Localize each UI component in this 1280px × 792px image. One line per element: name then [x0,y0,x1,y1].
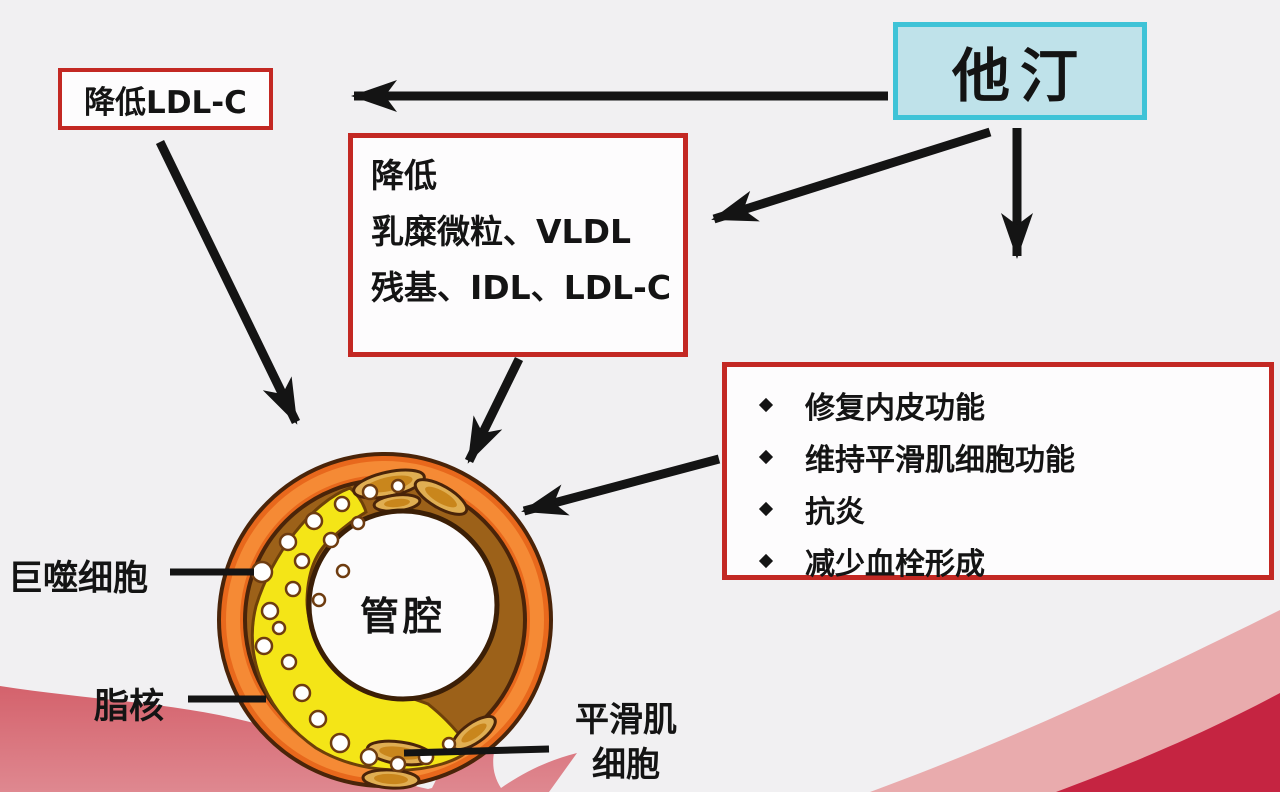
pleiotropic-effects-box: 修复内皮功能 维持平滑肌细胞功能 抗炎 减少血栓形成 [722,362,1274,582]
bullet-dot-icon [758,449,774,465]
effects-bullet-row: 抗炎 [745,483,1269,535]
lipid-core-label: 脂核 [94,687,165,727]
smooth-muscle-label-line-1: 平滑肌 [575,700,677,740]
ribbon-bottom-right-red [1056,693,1280,792]
lower-ldl-label: 降低LDL-C [84,84,247,121]
lumen-label: 管腔 [359,595,446,640]
bullet-dot-icon [758,553,774,569]
lipoproteins-line-2: 乳糜微粒、VLDL [371,212,631,251]
arrow-statin-to-lipoproteins [711,127,992,224]
lower-ldl-box: 降低LDL-C [58,68,273,130]
arrow-effects-to-artery [521,454,721,516]
effects-bullet-row: 维持平滑肌细胞功能 [745,431,1269,483]
statin-box-label: 他汀 [951,42,1088,110]
arrow-lipoproteins-to-artery [464,357,524,464]
lower-lipoproteins-box: 降低 乳糜微粒、VLDL 残基、IDL、LDL-C [348,133,688,357]
effects-bullet-row: 修复内皮功能 [745,379,1269,431]
effect-item-label: 减少血栓形成 [805,547,985,582]
smooth-muscle-label-line-2: 细胞 [592,745,660,785]
statin-box: 他汀 [893,22,1147,120]
lipoproteins-line-1: 降低 [371,156,437,195]
effect-item-label: 修复内皮功能 [805,391,985,426]
smooth-muscle-cell-label: 平滑肌 细胞 [550,698,702,788]
bullet-dot-icon [758,397,774,413]
effect-item-label: 维持平滑肌细胞功能 [805,443,1075,478]
macrophage-label: 巨噬细胞 [8,559,149,599]
effect-item-label: 抗炎 [805,495,865,530]
label-pointer-lines [170,568,550,757]
smooth-muscle-pointer-line [403,745,550,757]
smooth-muscle-cells [352,468,497,790]
arrow-ldl-to-artery [155,140,301,425]
lipoproteins-line-3: 残基、IDL、LDL-C [371,268,672,307]
effects-bullet-row: 减少血栓形成 [745,535,1269,587]
artery-cross-section [217,452,553,790]
artery-lumen [306,508,500,702]
macrophage-foam-cells [250,478,457,773]
flow-arrows [155,80,1033,516]
bullet-dot-icon [758,501,774,517]
